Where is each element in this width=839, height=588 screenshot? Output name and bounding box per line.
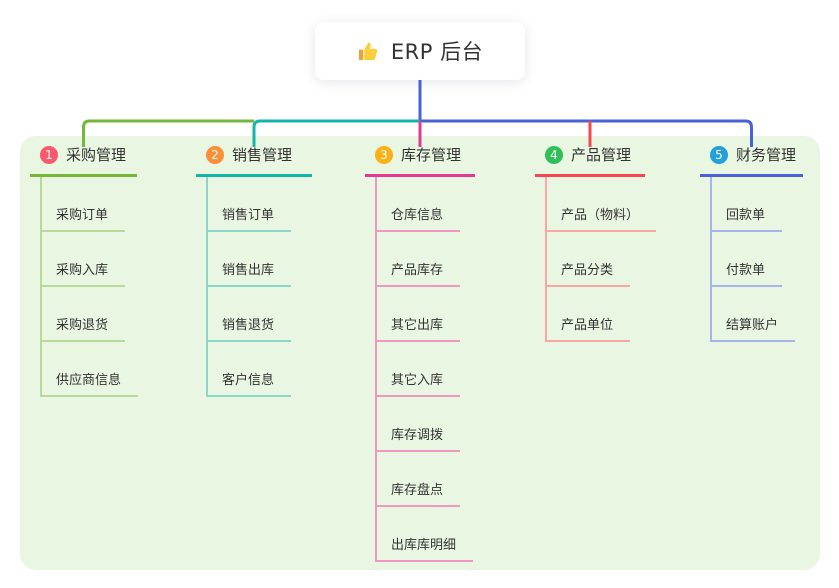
- child-node[interactable]: 产品库存: [375, 259, 461, 287]
- child-node[interactable]: 采购订单: [40, 204, 126, 232]
- branch-children: 仓库信息 产品库存 其它出库 其它入库 库存调拨 库存盘点 出库库明细: [365, 177, 475, 562]
- child-label: 产品单位: [561, 318, 614, 333]
- branch-header-node[interactable]: 3 库存管理: [365, 143, 475, 177]
- child-label: 采购退货: [56, 318, 109, 333]
- child-row: 产品（物料）: [535, 177, 657, 232]
- branch-label: 销售管理: [232, 146, 293, 164]
- child-label: 库存盘点: [391, 483, 444, 498]
- child-row: 采购订单: [30, 177, 137, 232]
- child-row: 库存调拨: [365, 397, 475, 452]
- child-label: 销售退货: [222, 318, 275, 333]
- child-row: 销售退货: [196, 287, 312, 342]
- child-node[interactable]: 库存调拨: [375, 424, 461, 452]
- child-row: 其它入库: [365, 342, 475, 397]
- branch-number-badge: 5: [710, 145, 728, 164]
- child-row: 供应商信息: [30, 342, 139, 397]
- child-node[interactable]: 其它入库: [375, 369, 461, 397]
- branch-children: 采购订单 采购入库 采购退货 供应商信息: [30, 177, 139, 397]
- child-row: 销售订单: [196, 177, 312, 232]
- branch-trunk-line: [545, 177, 547, 342]
- branch-header-node[interactable]: 2 销售管理: [196, 143, 312, 177]
- child-node[interactable]: 其它出库: [375, 314, 461, 342]
- child-node[interactable]: 销售退货: [206, 314, 292, 342]
- branch-number-badge: 1: [40, 145, 58, 164]
- child-label: 其它出库: [391, 318, 444, 333]
- branch-header-node[interactable]: 4 产品管理: [535, 143, 645, 177]
- child-node[interactable]: 产品分类: [545, 259, 631, 287]
- child-row: 付款单: [700, 232, 803, 287]
- child-label: 结算账户: [726, 318, 779, 333]
- child-label: 采购入库: [56, 263, 109, 278]
- child-label: 产品（物料）: [561, 208, 640, 223]
- child-node[interactable]: 付款单: [710, 259, 783, 287]
- child-node[interactable]: 库存盘点: [375, 479, 461, 507]
- child-row: 仓库信息: [365, 177, 475, 232]
- child-node[interactable]: 供应商信息: [40, 369, 139, 397]
- child-row: 销售出库: [196, 232, 312, 287]
- child-row: 其它出库: [365, 287, 475, 342]
- branch-label: 产品管理: [571, 146, 632, 164]
- branch-children: 回款单 付款单 结算账户: [700, 177, 803, 342]
- branch-number-badge: 3: [375, 145, 393, 164]
- child-label: 付款单: [726, 263, 766, 278]
- root-label: ERP 后台: [390, 40, 484, 64]
- child-node[interactable]: 出库库明细: [375, 534, 474, 562]
- child-node[interactable]: 产品（物料）: [545, 204, 657, 232]
- branch-trunk-line: [206, 177, 208, 397]
- root-node[interactable]: ERP 后台: [315, 22, 525, 80]
- child-row: 结算账户: [700, 287, 803, 342]
- branch-trunk-line: [375, 177, 377, 562]
- thumbs-up-icon: [357, 40, 380, 63]
- child-label: 回款单: [726, 208, 766, 223]
- child-node[interactable]: 采购入库: [40, 259, 126, 287]
- branch-column: 4 产品管理 产品（物料） 产品分类 产品单位: [535, 143, 657, 342]
- child-row: 客户信息: [196, 342, 312, 397]
- child-row: 采购入库: [30, 232, 137, 287]
- branch-trunk-line: [40, 177, 42, 397]
- branch-number-badge: 2: [206, 145, 224, 164]
- child-label: 客户信息: [222, 373, 275, 388]
- child-node[interactable]: 产品单位: [545, 314, 631, 342]
- branch-number-badge: 4: [545, 145, 563, 164]
- child-label: 库存调拨: [391, 428, 444, 443]
- mindmap-canvas: [20, 136, 820, 570]
- child-label: 销售出库: [222, 263, 275, 278]
- child-node[interactable]: 采购退货: [40, 314, 126, 342]
- child-label: 出库库明细: [391, 538, 457, 553]
- branch-children: 产品（物料） 产品分类 产品单位: [535, 177, 657, 342]
- branch-label: 财务管理: [736, 146, 797, 164]
- child-node[interactable]: 回款单: [710, 204, 783, 232]
- child-label: 采购订单: [56, 208, 109, 223]
- branch-label: 采购管理: [66, 146, 127, 164]
- child-label: 产品分类: [561, 263, 614, 278]
- child-row: 产品库存: [365, 232, 475, 287]
- child-node[interactable]: 销售出库: [206, 259, 292, 287]
- child-label: 其它入库: [391, 373, 444, 388]
- child-label: 销售订单: [222, 208, 275, 223]
- child-node[interactable]: 结算账户: [710, 314, 796, 342]
- child-row: 采购退货: [30, 287, 137, 342]
- child-row: 产品单位: [535, 287, 645, 342]
- branch-children: 销售订单 销售出库 销售退货 客户信息: [196, 177, 312, 397]
- child-node[interactable]: 销售订单: [206, 204, 292, 232]
- child-node[interactable]: 仓库信息: [375, 204, 461, 232]
- child-row: 库存盘点: [365, 452, 475, 507]
- branch-column: 3 库存管理 仓库信息 产品库存 其它出库 其它入库 库存调拨 库存盘点: [365, 143, 475, 562]
- branch-column: 2 销售管理 销售订单 销售出库 销售退货 客户信息: [196, 143, 312, 397]
- child-label: 仓库信息: [391, 208, 444, 223]
- child-label: 供应商信息: [56, 373, 122, 388]
- child-row: 产品分类: [535, 232, 645, 287]
- child-row: 出库库明细: [365, 507, 475, 562]
- branch-header-node[interactable]: 5 财务管理: [700, 143, 803, 177]
- branch-label: 库存管理: [401, 146, 462, 164]
- child-node[interactable]: 客户信息: [206, 369, 292, 397]
- child-row: 回款单: [700, 177, 803, 232]
- branch-column: 1 采购管理 采购订单 采购入库 采购退货 供应商信息: [30, 143, 139, 397]
- branch-column: 5 财务管理 回款单 付款单 结算账户: [700, 143, 803, 342]
- branch-header-node[interactable]: 1 采购管理: [30, 143, 137, 177]
- child-label: 产品库存: [391, 263, 444, 278]
- branch-trunk-line: [710, 177, 712, 342]
